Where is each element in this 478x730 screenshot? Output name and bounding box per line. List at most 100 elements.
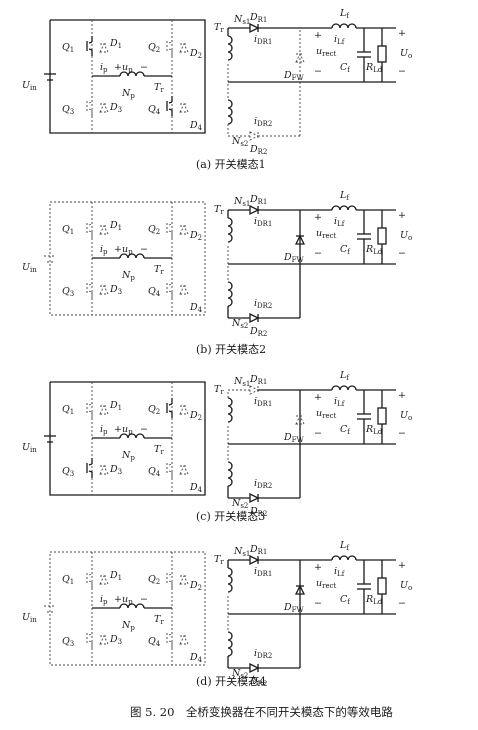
diode-dfw [294, 234, 306, 245]
diode-d3 [99, 284, 109, 295]
label-q2: Q2 [148, 42, 160, 54]
primary-current-label: ip [100, 424, 108, 436]
switch-q1-s [88, 580, 93, 583]
secondary2-turns-label: Ns2 [231, 668, 248, 680]
label-dr2: DR2 [249, 144, 267, 156]
current-dr2-label: iDR2 [254, 116, 272, 128]
out-plus: + [398, 560, 406, 571]
diode-dr1 [249, 204, 260, 216]
out-minus: − [398, 428, 406, 439]
diode-dr2 [249, 662, 260, 674]
secondary1-turns-label: Ns1 [233, 14, 250, 26]
diode-d1 [99, 42, 109, 53]
diode-d1 [99, 224, 109, 235]
transformer-label: Tr [154, 444, 164, 456]
current-dr1-label: iDR1 [254, 396, 272, 408]
switch-q4-s [168, 640, 173, 643]
label-d4: D4 [189, 302, 203, 314]
filter-inductor [331, 205, 357, 211]
label-dr1: DR1 [249, 544, 267, 556]
switch-q1-d [88, 403, 93, 406]
load-resistor [377, 577, 387, 595]
label-dfw: DFW [283, 252, 304, 264]
switch-q3-s [88, 290, 93, 293]
label-d1: D1 [109, 570, 122, 582]
panel-b-caption: (b) 开关模态2 [196, 342, 266, 356]
rect-minus: − [314, 428, 322, 439]
primary-minus: − [140, 62, 148, 73]
label-dfw: DFW [283, 602, 304, 614]
label-cf: Cf [340, 62, 351, 74]
current-dr2-label: iDR2 [254, 478, 272, 490]
diode-d3 [99, 464, 109, 475]
switch-q1-d [88, 573, 93, 576]
inductor-current-label: iLf [334, 34, 346, 46]
secondary-winding-1 [227, 567, 233, 593]
label-cf: Cf [340, 594, 351, 606]
label-d1: D1 [109, 220, 122, 232]
primary-minus: − [140, 424, 148, 435]
secondary2-turns-label: Ns2 [231, 498, 248, 510]
label-d3: D3 [109, 284, 122, 296]
out-plus: + [398, 28, 406, 39]
current-dr1-label: iDR1 [254, 566, 272, 578]
inductor-current-label: iLf [334, 566, 346, 578]
label-d2: D2 [189, 230, 202, 242]
label-d3: D3 [109, 464, 122, 476]
rect-minus: − [314, 598, 322, 609]
switch-q1-d [88, 223, 93, 226]
figure-caption: 图 5. 20 全桥变换器在不同开关模态下的等效电路 [130, 705, 393, 719]
filter-inductor [331, 555, 357, 561]
switch-q2-d [168, 573, 173, 576]
label-dr2: DR2 [249, 326, 267, 338]
label-q1: Q1 [62, 42, 74, 54]
switch-q2-s [168, 410, 173, 413]
label-d1: D1 [109, 38, 122, 50]
rect-plus: + [314, 212, 322, 223]
diode-d2 [179, 574, 189, 585]
primary-plus: + [114, 424, 122, 435]
current-dr1-label: iDR1 [254, 216, 272, 228]
label-d4: D4 [189, 652, 203, 664]
rect-voltage-label: urect [316, 408, 337, 420]
primary-voltage-label: up [122, 594, 133, 606]
label-q4: Q4 [148, 636, 161, 648]
current-dr2-label: iDR2 [254, 648, 272, 660]
bridge-frame [49, 19, 206, 134]
switch-q1-d [88, 41, 93, 44]
diode-d4 [179, 464, 189, 475]
label-q2: Q2 [148, 404, 160, 416]
label-dr1: DR1 [249, 374, 267, 386]
panel-d-caption: (d) 开关模态4 [196, 674, 266, 688]
switch-q4-s [168, 108, 173, 111]
load-resistor [377, 227, 387, 245]
label-q1: Q1 [62, 404, 74, 416]
bridge-frame [49, 201, 206, 316]
diode-d4 [179, 284, 189, 295]
switch-q1-s [88, 230, 93, 233]
label-lf: Lf [339, 540, 350, 552]
secondary1-turns-label: Ns1 [233, 546, 250, 558]
secondary1-turns-label: Ns1 [233, 376, 250, 388]
switch-q4-d [168, 463, 173, 466]
switch-q2-s [168, 580, 173, 583]
diode-dfw [295, 414, 305, 425]
label-q3: Q3 [62, 636, 74, 648]
switch-q2-s [168, 230, 173, 233]
switch-q3-s [88, 470, 93, 473]
primary-current-label: ip [100, 594, 108, 606]
secondary-winding-1 [227, 35, 233, 61]
label-dr1: DR1 [249, 12, 267, 24]
switch-q1-s [88, 410, 93, 413]
secondary-winding-2 [227, 99, 233, 125]
label-d1: D1 [109, 400, 122, 412]
primary-current-label: ip [100, 62, 108, 74]
label-q2: Q2 [148, 224, 160, 236]
output-voltage-label: Uo [400, 580, 412, 592]
diode-dr1 [249, 385, 260, 395]
primary-voltage-label: up [122, 424, 133, 436]
out-plus: + [398, 390, 406, 401]
rect-minus: − [314, 66, 322, 77]
